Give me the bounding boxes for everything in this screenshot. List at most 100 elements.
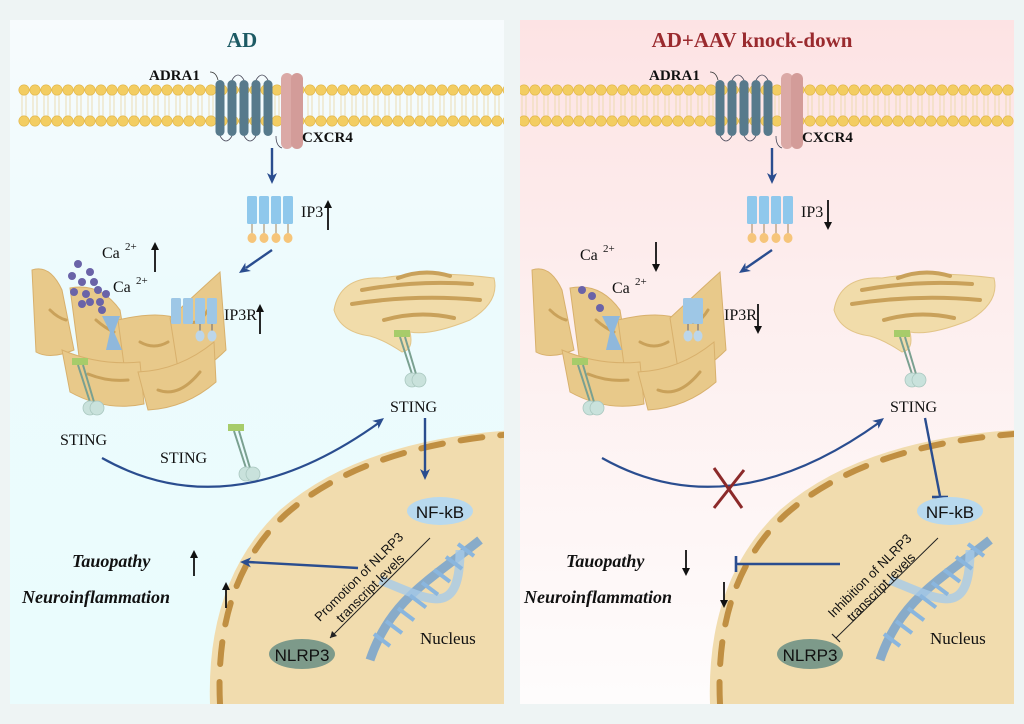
lipid-head: [161, 84, 173, 96]
lipid-head: [892, 84, 904, 96]
sting-head: [572, 358, 588, 365]
lipid-head: [936, 84, 948, 96]
sting-ball: [589, 400, 605, 416]
lipid-head: [584, 115, 596, 127]
lipid-head: [925, 115, 937, 127]
ip3r-subunit: [171, 298, 181, 324]
adra1-loop: [719, 135, 733, 142]
calcium-ion: [596, 304, 604, 312]
calcium-ion: [74, 260, 82, 268]
calcium-label: Ca: [580, 247, 598, 264]
lipid-head: [491, 115, 503, 127]
dna-helix-icon: [875, 536, 993, 662]
adra1-loop: [243, 135, 257, 142]
lipid-head: [205, 84, 217, 96]
ip3r-foot: [683, 330, 693, 342]
golgi-cisterna: [396, 270, 452, 280]
ip3-trend-arrow: [324, 200, 332, 230]
arrow-down-icon: [682, 568, 690, 576]
arrow-up-icon: [324, 200, 332, 208]
lipid-head: [551, 84, 563, 96]
adra1-loop: [255, 74, 269, 81]
arrow-head-icon: [330, 631, 337, 638]
nlrp3-bubble: [777, 639, 843, 669]
lipid-head: [914, 115, 926, 127]
adra1-receptor: [709, 71, 773, 142]
arrow-head-icon: [239, 262, 251, 273]
ip3-subunit: [747, 196, 757, 224]
lipid-head: [661, 84, 673, 96]
lipid-head: [381, 84, 393, 96]
lipid-head: [947, 84, 959, 96]
panel-title: AD: [227, 28, 257, 52]
dna-base-pair: [384, 619, 404, 635]
lipid-head: [150, 84, 162, 96]
adra1-n-terminus: [209, 71, 219, 81]
calcium-channel: [102, 316, 122, 350]
lipid-head: [606, 115, 618, 127]
ip3-head: [747, 233, 757, 243]
lipid-head: [573, 115, 585, 127]
ip3-head: [783, 233, 793, 243]
lipid-head: [447, 115, 459, 127]
lipid-head: [205, 115, 217, 127]
inhibition-bar: [831, 633, 841, 643]
ip3r-channel: [683, 298, 703, 342]
lipid-head: [639, 115, 651, 127]
dna-helix-icon: [365, 536, 483, 662]
lipid-head: [51, 115, 63, 127]
ip3r-label: IP3R: [224, 307, 257, 324]
calcium-ion: [70, 288, 78, 296]
sting-stalk: [577, 364, 591, 403]
lipid-head: [617, 84, 629, 96]
nlrp3-label: NLRP3: [275, 646, 330, 665]
lipid-head: [573, 84, 585, 96]
adra1-loop: [743, 135, 757, 142]
er-lumen-fold: [48, 308, 68, 322]
ip3-trend-arrow: [824, 200, 832, 230]
dna-strand: [378, 549, 465, 604]
outcome-tauopathy: Tauopathy: [566, 551, 645, 571]
lipid-head: [771, 84, 783, 96]
calcium-ion: [578, 286, 586, 294]
sting-free: [228, 424, 261, 482]
golgi-cisterna: [860, 280, 974, 292]
calcium-ion: [102, 290, 110, 298]
adra1-helix: [251, 80, 261, 136]
tauopathy-trend-arrow: [682, 550, 690, 576]
lipid-head: [436, 84, 448, 96]
arrow-sting-to-nfkb: [923, 417, 942, 497]
ip3r-subunit: [183, 298, 193, 324]
arrow-down-icon: [824, 222, 832, 230]
lipid-head: [958, 115, 970, 127]
lipid-head: [73, 84, 85, 96]
lipid-head: [29, 84, 41, 96]
er-lumen-fold: [638, 340, 670, 348]
calcium-superscript: 2+: [603, 243, 615, 255]
sting-on-golgi: [394, 330, 427, 388]
dna-base-pair: [942, 568, 962, 584]
dna-base-pair: [444, 555, 464, 571]
lipid-head: [969, 84, 981, 96]
lipid-head: [117, 84, 129, 96]
tauopathy-trend-arrow: [190, 550, 198, 576]
lipid-head: [1002, 115, 1014, 127]
dna-base-pair: [420, 580, 440, 597]
outcome-neuroinflammation: Neuroinflammation: [21, 587, 170, 607]
calcium-superscript: 2+: [635, 276, 647, 288]
neuroinflammation-trend-arrow: [720, 582, 728, 608]
lipid-head: [194, 84, 206, 96]
lipid-head: [925, 84, 937, 96]
cxcr4-subunit: [281, 73, 293, 149]
calcium-superscript: 2+: [125, 241, 137, 253]
nucleus-label: Nucleus: [930, 629, 986, 648]
nfkb-label: NF-kB: [926, 503, 974, 522]
dna-base-pair: [372, 632, 392, 648]
nuclear-envelope: [216, 431, 504, 704]
er-lumen-fold: [548, 308, 568, 322]
ip3-head: [771, 233, 781, 243]
er-lumen-fold: [156, 370, 202, 394]
